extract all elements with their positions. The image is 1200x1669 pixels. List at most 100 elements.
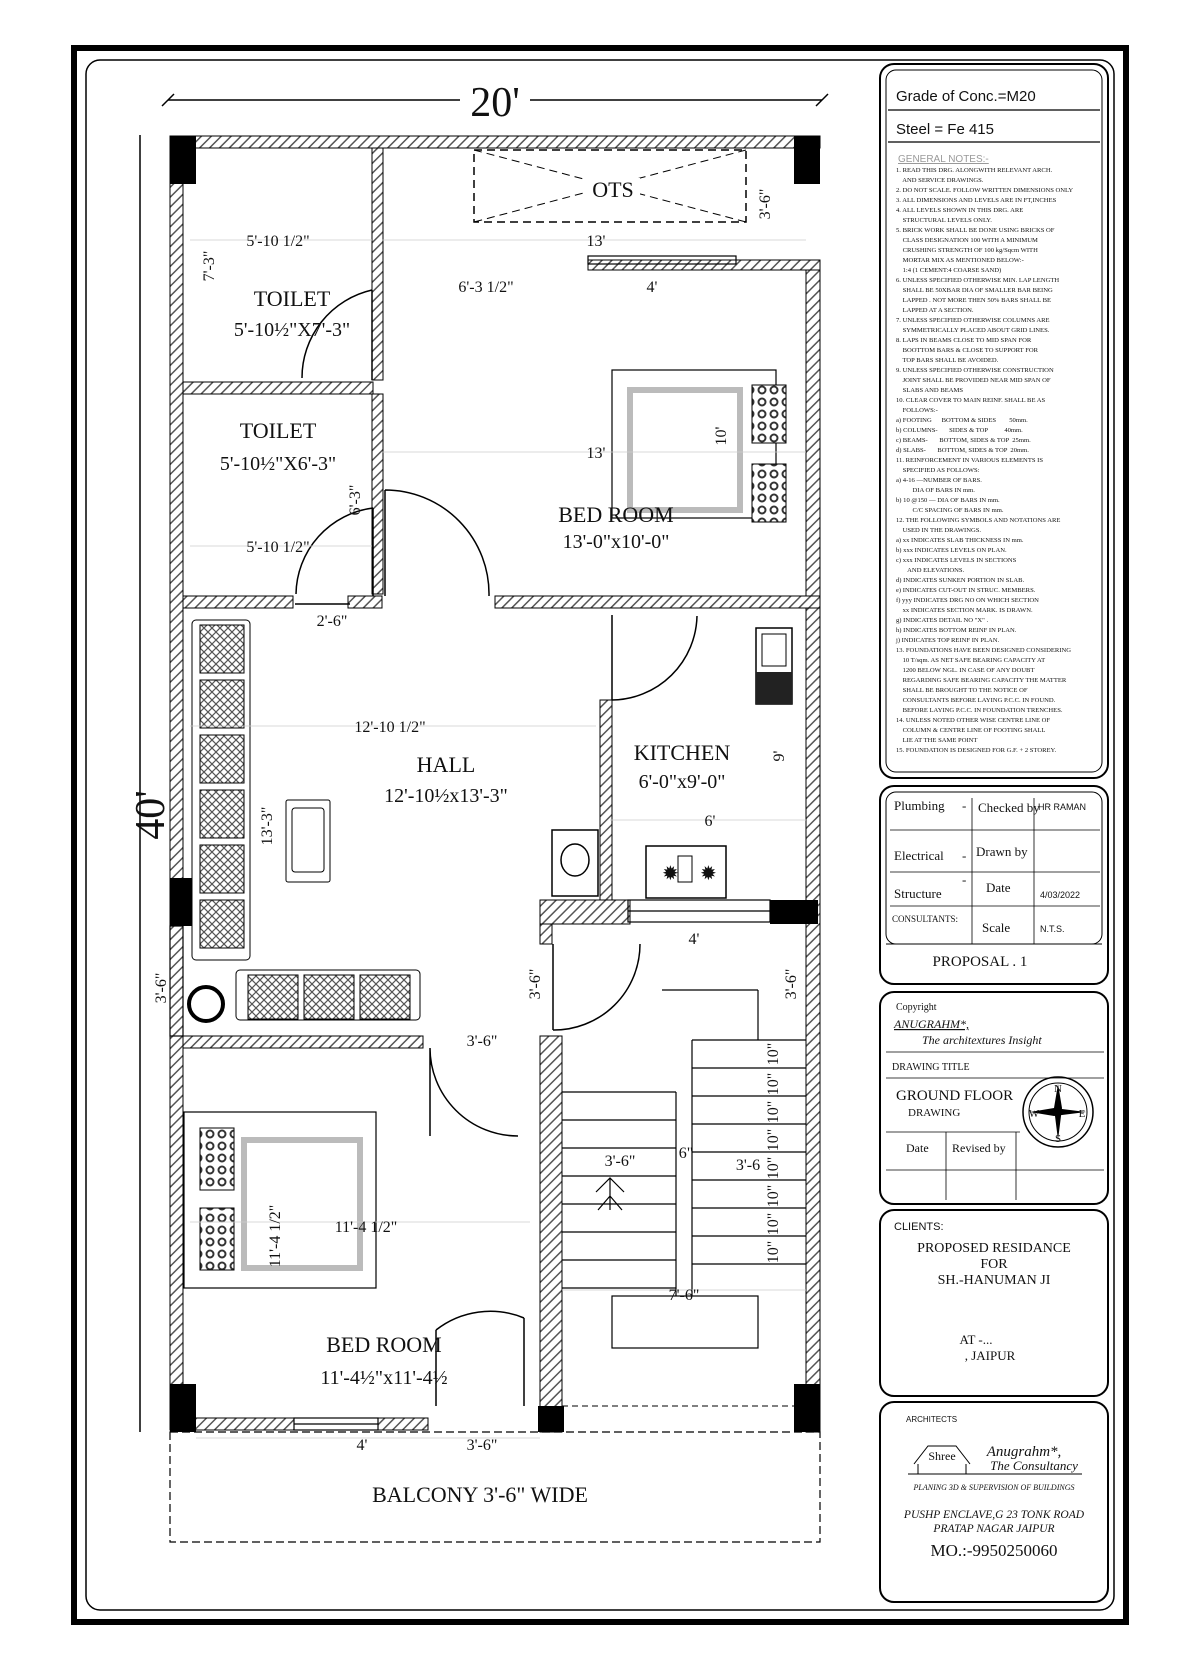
kitchen-fittings: ✹ ✹ [551,627,793,899]
ots-label: OTS [592,177,634,202]
note-line: 10 T/sqm. AS NET SAFE BEARING CAPACITY A… [896,657,1045,664]
hall-sofa [187,619,421,1023]
wall-toilet-divider [182,381,374,395]
svg-text:13': 13' [587,233,606,250]
note-line: STRUCTURAL LEVELS ONLY. [896,217,992,224]
note-line: d) SLABS- BOTTOM, SIDES & TOP 20mm. [896,447,1029,454]
address-line2: PRATAP NAGAR JAIPUR [932,1523,1054,1535]
svg-text:13'-3": 13'-3" [259,807,276,846]
note-line: b) COLUMNS- SIDES & TOP 40mm. [896,427,1023,434]
stair-riser-labels: 10" 10" 10" 10" 10" 10" 10" 10" [765,1043,782,1264]
note-line: 3. ALL DIMENSIONS AND LEVELS ARE IN FT,I… [896,197,1057,204]
balcony-outline [169,1431,821,1543]
note-line: 2. DO NOT SCALE. FOLLOW WRITTEN DIMENSIO… [896,187,1073,194]
client-city: , JAIPUR [965,1348,1016,1363]
overall-length-label: 40' [128,790,174,840]
svg-text:E: E [1079,1108,1086,1120]
note-line: a) 4-16 —NUMBER OF BARS. [896,477,982,484]
consultants-label: CONSULTANTS: [892,914,958,924]
address-line1: PUSHP ENCLAVE,G 23 TONK ROAD [903,1509,1085,1521]
floor-plan: 20' 40' [128,78,829,1543]
svg-text:3'-6": 3'-6" [467,1437,498,1454]
svg-text:S: S [1055,1133,1061,1145]
bed1-size: 13'-0"x10'-0" [563,531,670,553]
drawing-title-label: DRAWING TITLE [892,1062,970,1073]
note-line: h) INDICATES BOTTOM REINF IN PLAN. [896,627,1017,634]
bed1-name: BED ROOM [558,502,674,527]
hall-name: HALL [417,752,476,777]
note-line: FOLLOWS:- [896,407,938,414]
wall-ots-bottom [587,259,821,271]
copyright-label: Copyright [896,1002,937,1013]
wall-toilets-bottom [182,595,294,609]
title-panel: Copyright ANUGRAHM*, The architextures I… [879,991,1109,1205]
svg-text:10": 10" [765,1043,782,1066]
svg-text:-: - [962,798,966,813]
wall-kitchen-bottom [539,899,631,925]
services-line: PLANING 3D & SUPERVISION OF BUILDINGS [913,1483,1075,1492]
note-line: f) yyy INDICATES DRG NO ON WHICH SECTION [896,597,1039,604]
notes-title: GENERAL NOTES:- [898,154,989,165]
note-line: BEFORE LAYING P.C.C. IN FOUNDATION TRENC… [896,707,1063,714]
note-line: AND ELEVATIONS. [896,567,965,574]
svg-text:3'-6": 3'-6" [605,1153,636,1170]
bed2-furniture [183,1111,377,1289]
ots-outline [473,149,747,223]
note-line: 7. UNLESS SPECIFIED OTHERWISE COLUMNS AR… [896,317,1050,324]
note-line: JOINT SHALL BE PROVIDED NEAR MID SPAN OF [896,377,1051,384]
svg-text:-: - [962,872,966,887]
wall-kitchen-left [599,699,613,911]
note-line: USED IN THE DRAWINGS. [896,527,981,534]
note-line: LAPPED . NOT MORE THEN 50% BARS SHALL BE [896,297,1051,304]
svg-text:6': 6' [705,813,716,830]
note-line: SHALL BE 50XBAR DIA OF SMALLER BAR BEING [896,287,1053,294]
svg-text:10': 10' [713,426,730,445]
client-line3: SH.-HANUMAN JI [938,1273,1051,1288]
toilet1-name: TOILET [254,286,331,311]
note-line: BOOTTOM BARS & CLOSE TO SUPPORT FOR [896,347,1039,354]
date-value: 4/03/2022 [1040,890,1080,900]
wall-right [805,261,821,1433]
title-date-label: Date [906,1141,929,1155]
note-line: 1:4 (1 CEMENT:4 COARSE SAND) [896,267,1001,274]
drawn-by-label: Drawn by [976,844,1028,859]
scale-value: N.T.S. [1040,924,1065,934]
wall-left-lower [169,1035,184,1431]
note-line: g) INDICATES DETAIL NO "X" . [896,617,988,624]
note-line: COLUMN & CENTRE LINE OF FOOTING SHALL [896,727,1045,734]
wall-stair-top-stub [539,923,553,945]
staircase [562,989,806,1349]
windows [169,255,771,1431]
svg-text:10": 10" [765,1157,782,1180]
note-line: j) INDICATES TOP REINF IN PLAN. [895,637,1000,644]
svg-text:10": 10" [765,1073,782,1096]
note-line: CONSULTANTS BEFORE LAYING P.C.C. IN FOUN… [896,697,1056,704]
note-line: 8. LAPS IN BEAMS CLOSE TO MID SPAN FOR [896,337,1032,344]
note-line: a) FOOTING BOTTOM & SIDES 50mm. [896,417,1028,424]
svg-text:4': 4' [357,1437,368,1454]
wall-stair-left [539,1035,563,1433]
structure-label: Structure [894,886,942,901]
toilet2-size: 5'-10½"X6'-3" [220,453,336,475]
client-line1: PROPOSED RESIDANCE [917,1241,1071,1256]
proposal-label: PROPOSAL . 1 [933,954,1028,970]
note-line: DIA OF BARS IN mm. [896,487,975,494]
revised-by-label: Revised by [952,1141,1006,1155]
client-at: AT -... [960,1332,993,1347]
note-line: xx INDICATES SECTION MARK. IS DRAWN. [896,607,1033,614]
note-line: TOP BARS SHALL BE AVOIDED. [896,357,999,364]
svg-text:7'-6": 7'-6" [669,1287,700,1304]
note-line: SLABS AND BEAMS [896,387,963,394]
svg-text:-: - [962,848,966,863]
toilet1-size: 5'-10½"X7'-3" [234,319,350,341]
brand-name: ANUGRAHM*, [893,1017,969,1031]
note-line: b) 10 @150 — DIA OF BARS IN mm. [896,497,1000,504]
note-line: 14. UNLESS NOTED OTHER WISE CENTRE LINE … [896,717,1050,724]
overall-width-label: 20' [470,80,520,126]
drawing-sub: DRAWING [908,1107,960,1119]
note-line: 11. REINFORCEMENT IN VARIOUS ELEMENTS IS [896,457,1043,464]
note-line: CLASS DESIGNATION 100 WITH A MINIMUM [896,237,1038,244]
svg-text:3'-6": 3'-6" [783,969,800,1000]
note-line: 15. FOUNDATION IS DESIGNED FOR G.F. + 2 … [896,747,1056,754]
